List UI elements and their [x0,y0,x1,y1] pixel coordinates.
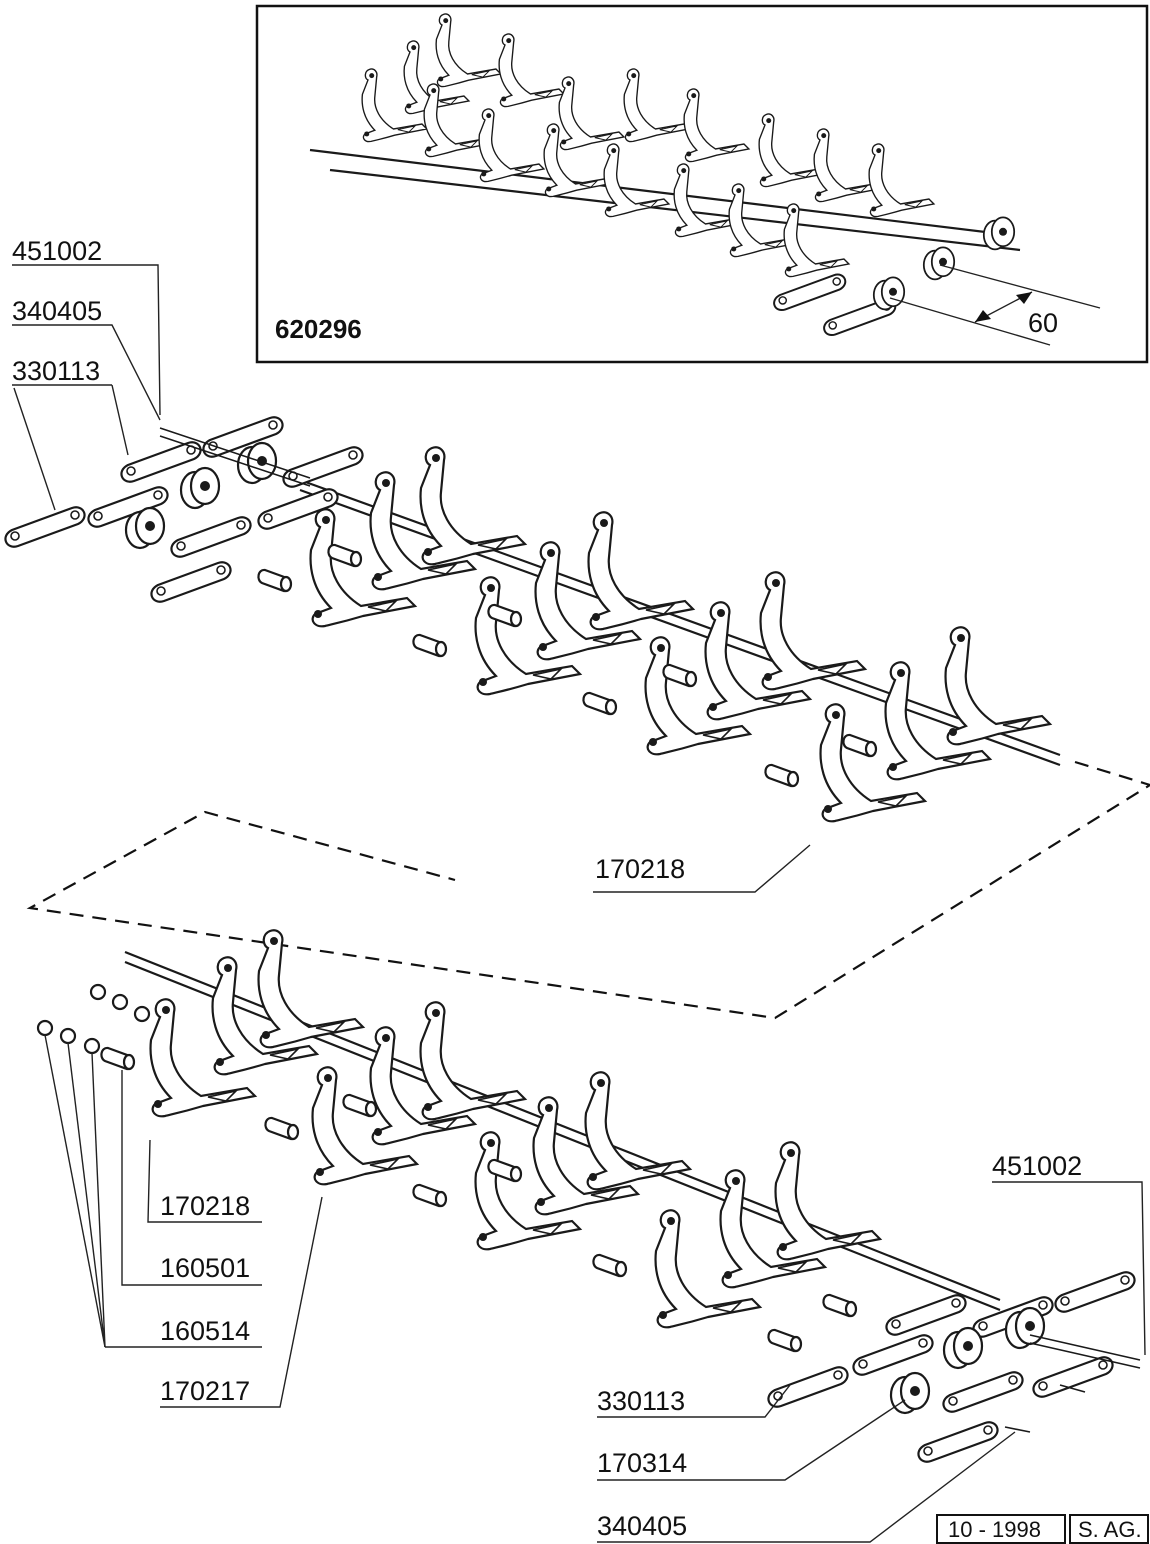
leader-170218-upper [593,844,811,893]
callout-330113-lower: 330113 [597,1386,685,1416]
inset-part-number: 620296 [275,314,362,344]
leader-451002-lower [992,1181,1146,1356]
footer-date: 10 - 1998 [948,1517,1041,1542]
dashed-connector [26,760,1150,1020]
inset-assembly-drawing [309,13,1021,337]
callout-340405-lower: 340405 [597,1511,687,1541]
footer-author: S. AG. [1078,1517,1142,1542]
footer-stamp [936,1514,1149,1544]
callout-170218-lower: 170218 [160,1191,250,1221]
callout-160501: 160501 [160,1253,250,1283]
callout-170218-upper: 170218 [595,854,685,884]
leader-lines-lower-right [597,1384,1016,1543]
dimension-marker [889,264,1101,346]
callout-340405-top: 340405 [12,296,102,326]
callout-160514: 160514 [160,1316,250,1346]
lower-assembly-drawing [36,929,1141,1463]
callout-170314: 170314 [597,1448,687,1478]
upper-assembly-drawing [4,416,1061,823]
leader-lines-lower-left [44,1034,323,1408]
callout-330113-top: 330113 [12,356,100,386]
callout-451002-lower: 451002 [992,1151,1082,1181]
callout-170217: 170217 [160,1376,250,1406]
callout-451002-top: 451002 [12,236,102,266]
leader-lines-top-left [12,264,161,511]
inset-dimension: 60 [1028,308,1058,338]
inset-frame [255,4,1149,364]
